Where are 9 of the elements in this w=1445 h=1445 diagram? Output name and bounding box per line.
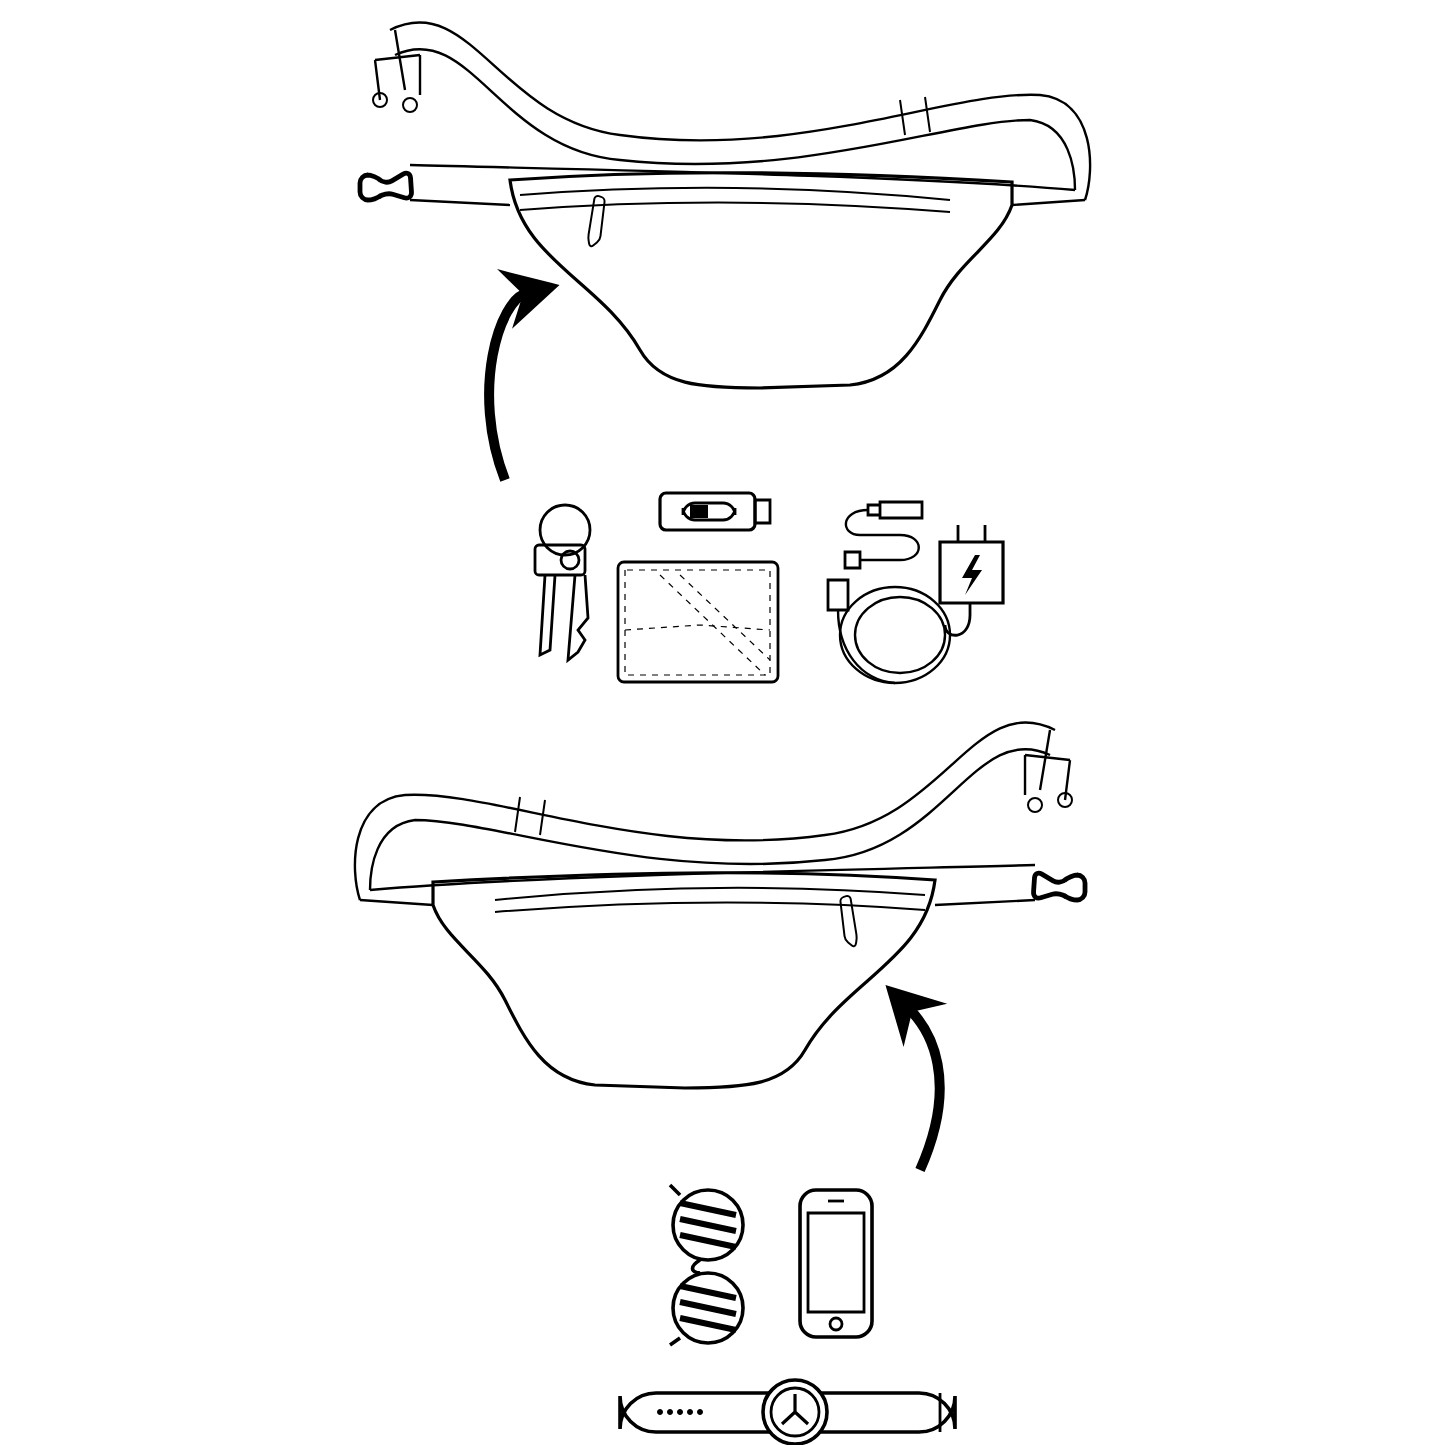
wallet-drawing (616, 560, 780, 684)
usb-stick-drawing (658, 491, 772, 532)
bag-drawing (353, 721, 1088, 1090)
keys-drawing (533, 503, 592, 664)
phone-drawing (798, 1188, 874, 1339)
charger-drawing (826, 500, 1005, 685)
watch-drawing (618, 1378, 957, 1445)
bag-drawing (357, 21, 1092, 390)
sunglasses-drawing (668, 1183, 745, 1347)
